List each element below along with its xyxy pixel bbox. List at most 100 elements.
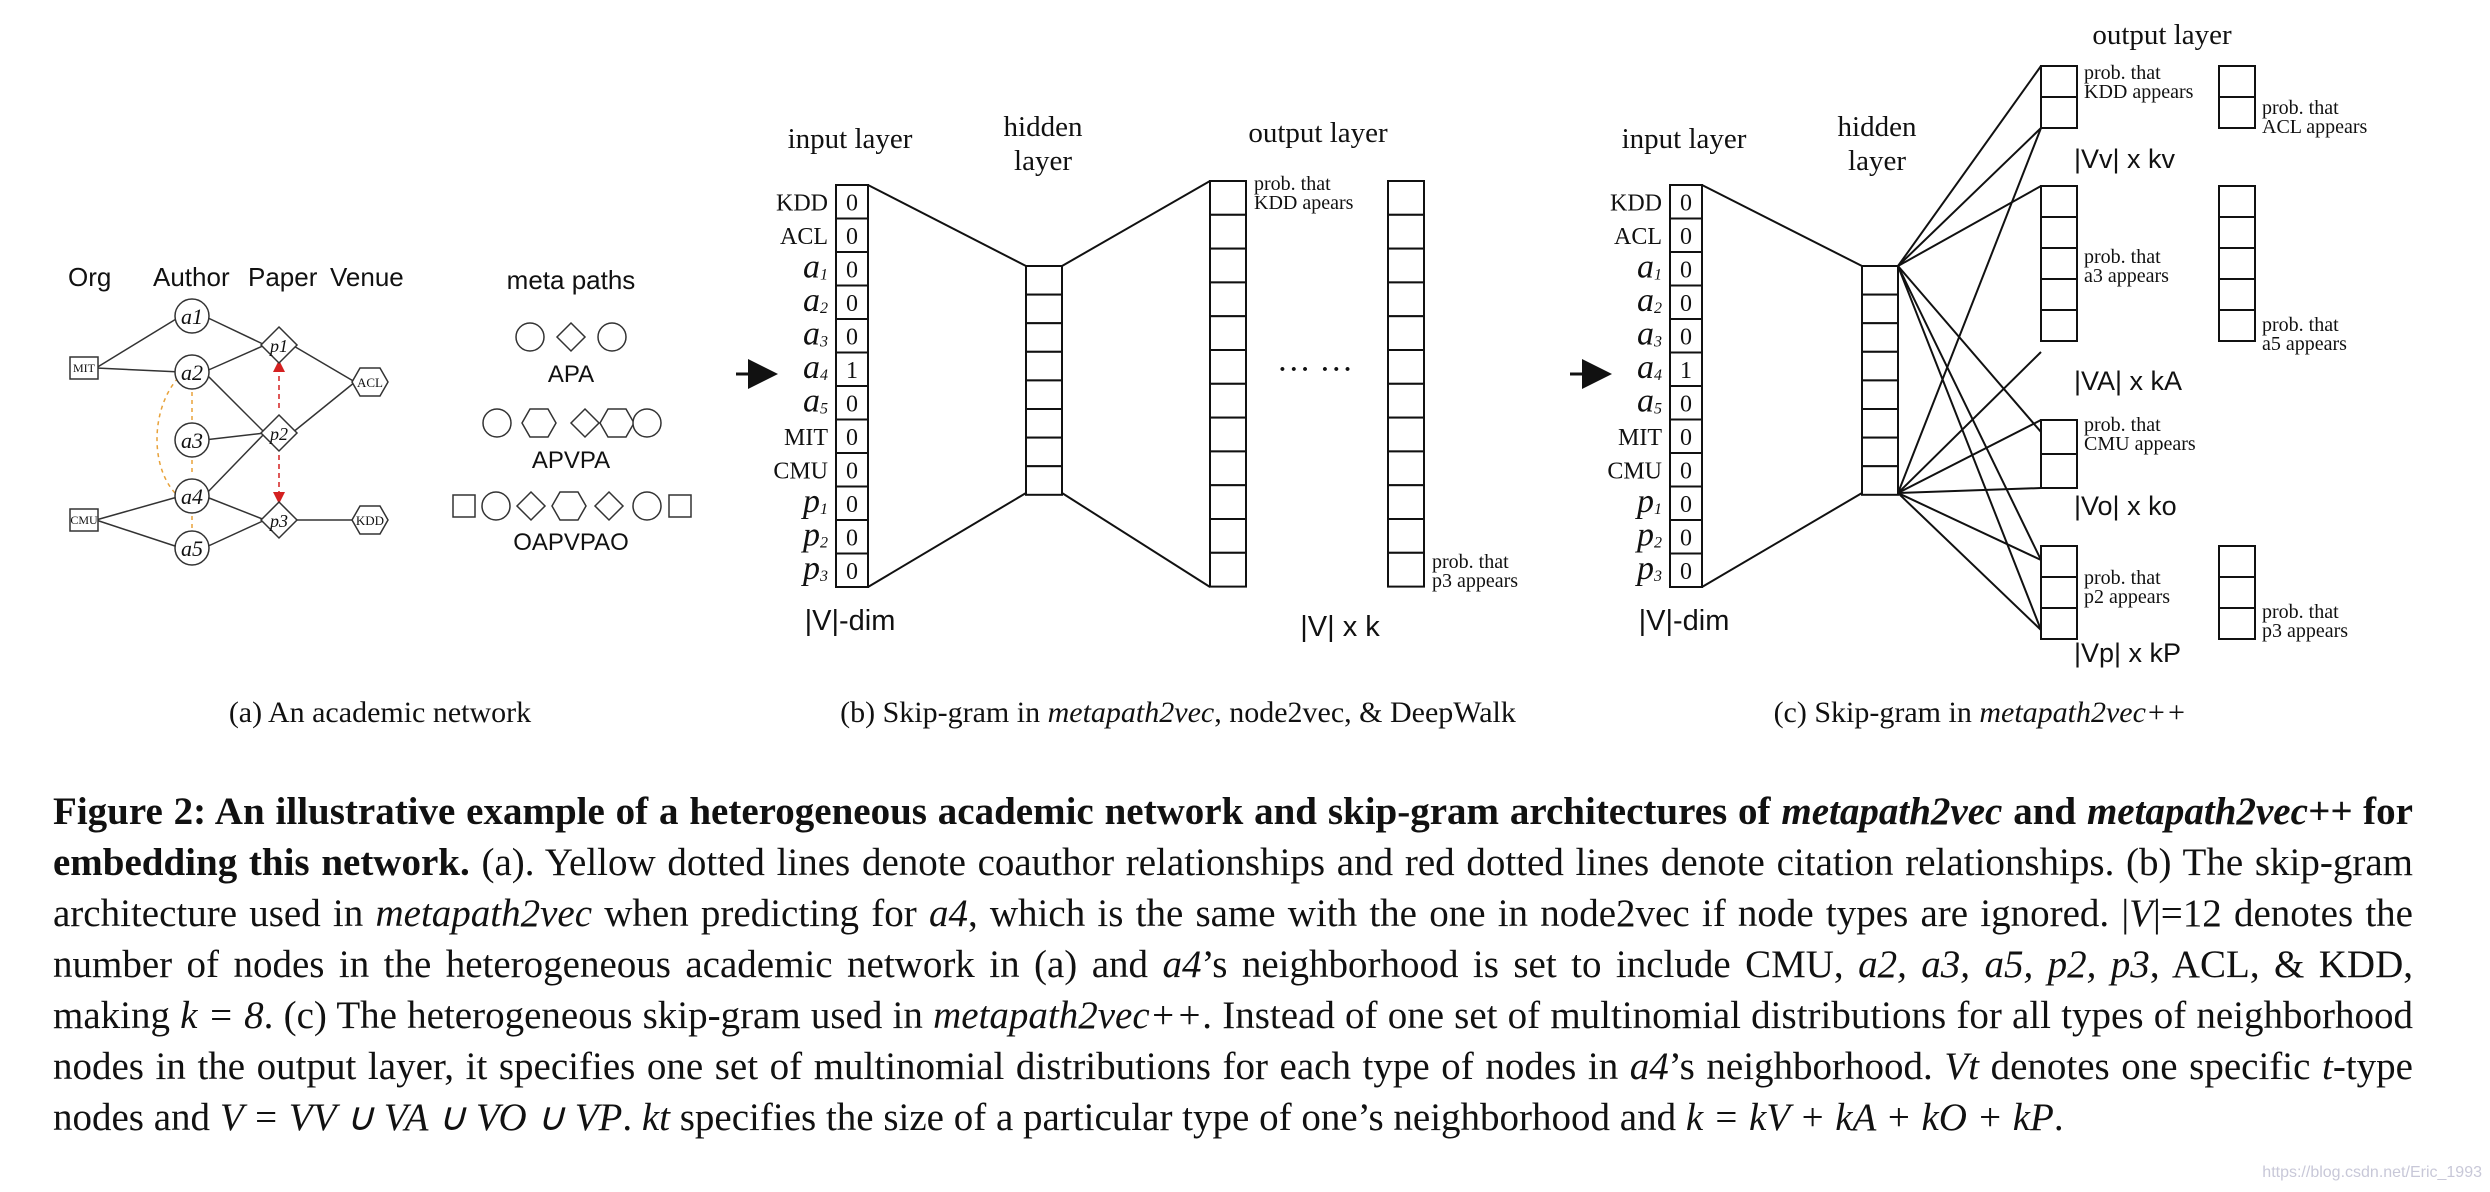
input-cell-value: 0	[1680, 258, 1692, 284]
input-node-label: MIT	[1618, 425, 1662, 451]
prob-label: prob. that	[1254, 173, 1331, 195]
caption-text: when predicting for	[592, 892, 929, 935]
figure-caption: Figure 2: An illustrative example of a h…	[53, 786, 2413, 1143]
output-groups	[2040, 65, 2256, 640]
output-cell	[1387, 180, 1425, 216]
input-cell-value: 0	[1680, 291, 1692, 317]
prob-label: KDD apears	[1254, 192, 1354, 214]
hidden-layer-title: layer	[1014, 145, 1072, 177]
prob-label: a5 appears	[2262, 333, 2347, 355]
output-cell	[2040, 607, 2078, 640]
venue-node-label: KDD	[356, 513, 384, 528]
caption-math: k = kV + kA + kO + kP	[1685, 1096, 2054, 1139]
caption-math: a4	[1629, 1045, 1669, 1088]
caption-text: , ACL, & KDD, making	[53, 943, 2414, 1037]
prob-label: KDD appears	[2084, 81, 2194, 103]
output-cell	[1209, 247, 1247, 284]
caption-text: . (c) The heterogeneous skip-gram used i…	[263, 994, 934, 1037]
input-dim-label: |V|-dim	[1639, 605, 1730, 637]
panel-a-labels: Org Author Paper Venue MIT CMU a1 a2 a3 …	[68, 262, 404, 561]
paper-node	[259, 413, 299, 453]
caption-text: specifies the size of a particular type …	[670, 1096, 1686, 1139]
input-cell	[835, 351, 869, 387]
paper-node-label: p3	[268, 511, 288, 531]
input-cell	[835, 418, 869, 454]
author-node-label: a1	[181, 304, 203, 329]
input-node-label: a3	[1637, 316, 1662, 353]
group-dim-label: |VA| x kA	[2074, 366, 2182, 396]
output-cell	[1209, 180, 1247, 216]
panel-c-caption: (c) Skip-gram in metapath2vec++	[1774, 696, 2187, 729]
input-node-label: KDD	[776, 191, 828, 217]
output-cell	[2218, 247, 2256, 280]
output-cell	[1387, 315, 1425, 352]
output-cell	[2040, 453, 2078, 489]
prob-label: prob. that	[2084, 62, 2161, 84]
input-cell	[1669, 552, 1703, 588]
hidden-cell	[1861, 465, 1899, 496]
output-cell	[2218, 309, 2256, 342]
input-node-label: p3	[801, 550, 828, 587]
input-cell	[835, 552, 869, 588]
caption-math: a2, a3, a5, p2, p3	[1858, 943, 2150, 986]
group-dim-label: |Vo| x ko	[2074, 491, 2177, 521]
hidden-cell	[1025, 465, 1063, 496]
caption-math: V = VV ∪ VA ∪ VO ∪ VP	[219, 1096, 623, 1139]
output-cell	[1387, 213, 1425, 250]
hidden-layer-column	[1025, 265, 1063, 496]
input-cell-value: 1	[846, 358, 858, 384]
input-layer-title: input layer	[788, 123, 913, 155]
output-cell	[1387, 518, 1425, 554]
input-cell-value: 0	[1680, 191, 1692, 217]
panel-b-skipgram: input layer hidden layer output layer 0K…	[736, 111, 1518, 643]
caption-text: , which is the same with the one in node…	[967, 892, 2130, 935]
input-cell-value: 0	[846, 526, 858, 552]
prob-label: CMU appears	[2084, 433, 2196, 455]
panel-a-academic-network	[95, 315, 356, 549]
paper-node-label: p2	[268, 424, 288, 444]
prob-label: prob. that	[2262, 314, 2339, 336]
output-layer-column	[1209, 180, 1247, 588]
col-venue-label: Venue	[330, 262, 404, 292]
caption-text: -type nodes and	[53, 1045, 2413, 1139]
org-node-cmu	[69, 508, 99, 532]
input-cell-value: 0	[846, 459, 858, 485]
prob-label: a3 appears	[2084, 265, 2169, 287]
input-node-label: p3	[1635, 550, 1662, 587]
input-cell-value: 0	[1680, 392, 1692, 418]
output-cell	[1209, 315, 1247, 352]
input-node-label: ACL	[1614, 224, 1662, 250]
input-node-label: MIT	[784, 425, 828, 451]
venue-node-acl	[351, 367, 389, 397]
author-node-label: a2	[181, 360, 203, 385]
author-node	[174, 298, 210, 334]
output-cell	[1209, 281, 1247, 318]
output-cell	[2040, 309, 2078, 342]
hidden-layer-title: hidden	[1004, 111, 1083, 143]
caption-em: metapath2vec	[375, 892, 593, 935]
org-node-label: CMU	[70, 513, 98, 527]
input-cell	[1669, 284, 1703, 320]
panel-a-caption: (a) An academic network	[229, 696, 531, 729]
input-cell-value: 0	[1680, 492, 1692, 518]
caption-math: k = 8	[180, 994, 264, 1037]
venue-node-kdd	[351, 505, 389, 535]
input-node-label: p2	[801, 517, 828, 554]
input-node-label: p1	[801, 483, 828, 520]
ellipsis: ··· ···	[1277, 351, 1353, 388]
author-node	[174, 530, 210, 566]
input-node-label: p1	[1635, 483, 1662, 520]
prob-label: prob. that	[2262, 601, 2339, 623]
hidden-cell	[1861, 350, 1899, 382]
group-dim-label: |Vp| x kP	[2074, 638, 2181, 668]
input-cell-value: 0	[846, 559, 858, 585]
caption-bold: for embedding this network.	[53, 790, 2413, 884]
output-cell	[2040, 96, 2078, 129]
output-cell	[1209, 551, 1247, 588]
caption-math: t	[2322, 1045, 2333, 1088]
input-cell-value: 0	[846, 392, 858, 418]
venue-node-label: ACL	[357, 375, 383, 390]
input-cell	[1669, 184, 1703, 220]
meta-paths-legend: meta paths APA APVPA OAPVPAO	[452, 265, 692, 556]
